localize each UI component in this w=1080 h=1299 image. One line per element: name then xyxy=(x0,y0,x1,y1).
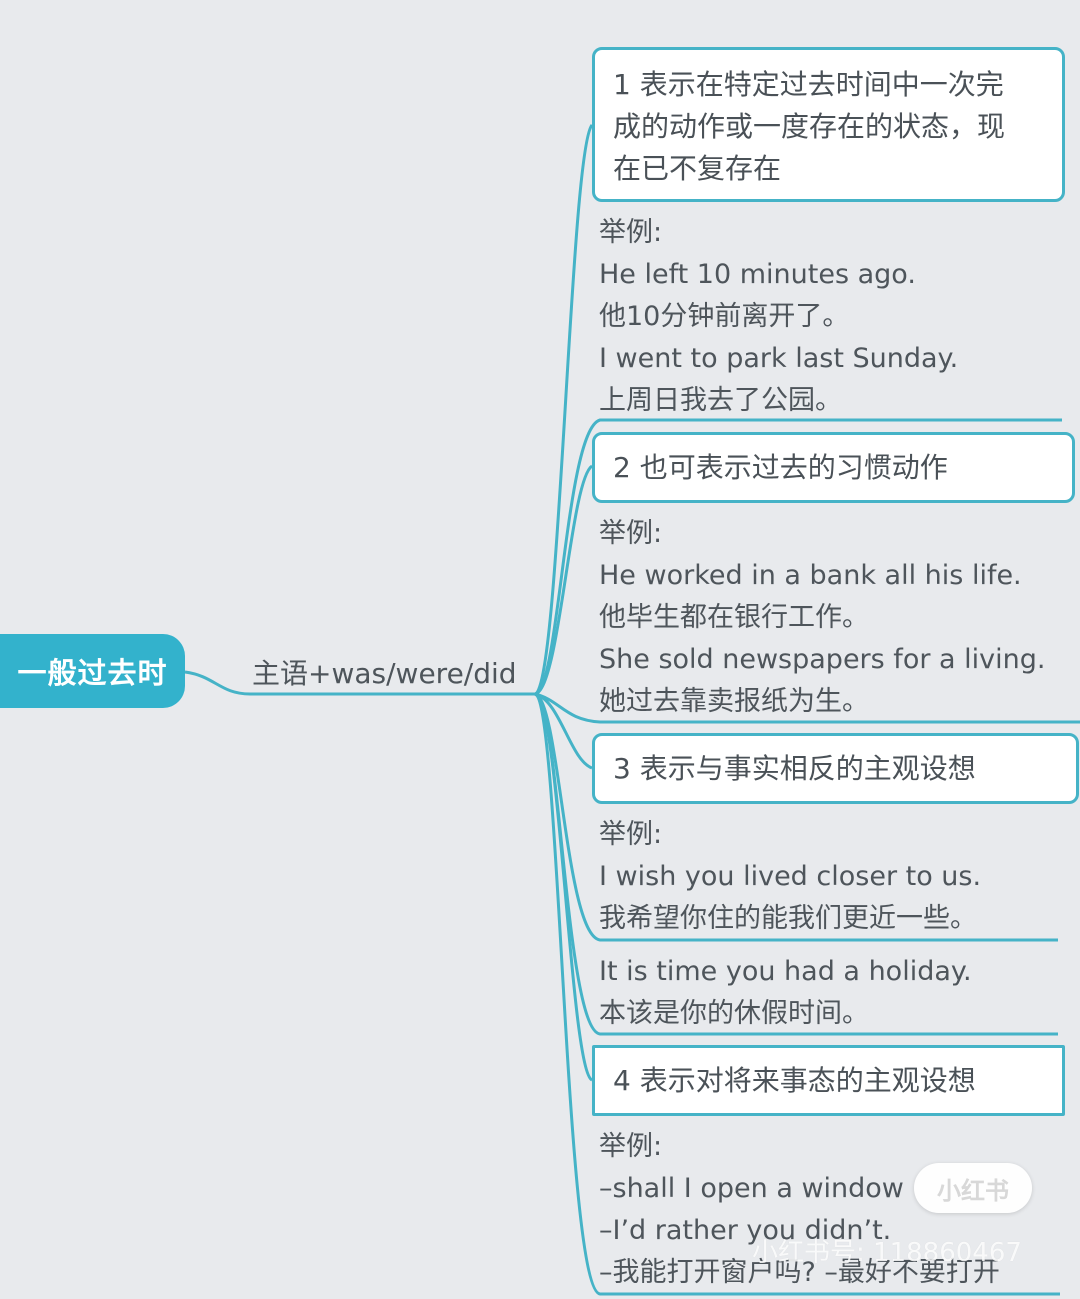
watermark-logo-text: 小红书 xyxy=(937,1176,1009,1205)
formula-label: 主语+was/were/did xyxy=(252,657,517,690)
example-line: 她过去靠卖报纸为生。 xyxy=(599,686,869,717)
example-line: It is time you had a holiday. xyxy=(599,956,972,987)
example-label: 举例: xyxy=(599,819,663,850)
branch-2-examples[interactable]: 举例: He worked in a bank all his life. 他毕… xyxy=(599,513,1045,723)
branch-3-title[interactable]: 3 表示与事实相反的主观设想 xyxy=(592,733,1079,804)
example-line: 他10分钟前离开了。 xyxy=(599,301,850,332)
example-label: 举例: xyxy=(599,1131,663,1162)
example-line: She sold newspapers for a living. xyxy=(599,644,1046,675)
example-line: 他毕生都在银行工作。 xyxy=(599,602,869,633)
example-line: –I’d rather you didn’t. xyxy=(599,1215,892,1246)
example-line: 本该是你的休假时间。 xyxy=(599,998,869,1029)
example-line: He left 10 minutes ago. xyxy=(599,259,916,290)
example-line: I wish you lived closer to us. xyxy=(599,861,982,892)
root-label: 一般过去时 xyxy=(17,656,168,690)
branch-1-title-line: 成的动作或一度存在的状态，现 xyxy=(613,110,1006,143)
branch-3-examples-b[interactable]: It is time you had a holiday. 本该是你的休假时间。 xyxy=(599,951,972,1035)
branch-4-examples[interactable]: 举例: –shall I open a window –I’d rather y… xyxy=(599,1126,1000,1294)
branch-1-title-line: 1 表示在特定过去时间中一次完 xyxy=(613,68,1004,101)
example-line: He worked in a bank all his life. xyxy=(599,560,1022,591)
branch-2-title[interactable]: 2 也可表示过去的习惯动作 xyxy=(592,432,1075,503)
branch-3-examples[interactable]: 举例: I wish you lived closer to us. 我希望你住… xyxy=(599,814,981,940)
branch-1-title-line: 在已不复存在 xyxy=(613,152,782,185)
root-node[interactable]: 一般过去时 xyxy=(0,634,185,708)
example-label: 举例: xyxy=(599,518,663,549)
example-line: 上周日我去了公园。 xyxy=(599,385,842,416)
branch-1-title[interactable]: 1 表示在特定过去时间中一次完 成的动作或一度存在的状态，现 在已不复存在 xyxy=(592,47,1065,202)
watermark-id: 小红书号: 118860467 xyxy=(752,1238,1022,1268)
example-line: I went to park last Sunday. xyxy=(599,343,959,374)
branch-1-examples[interactable]: 举例: He left 10 minutes ago. 他10分钟前离开了。 I… xyxy=(599,212,958,422)
example-line: –shall I open a window xyxy=(599,1173,904,1204)
example-label: 举例: xyxy=(599,217,663,248)
example-line: 我希望你住的能我们更近一些。 xyxy=(599,903,977,934)
branch-4-title-line: 4 表示对将来事态的主观设想 xyxy=(613,1064,976,1097)
example-line: –我能打开窗户吗? –最好不要打开 xyxy=(599,1257,1000,1288)
branch-3-title-line: 3 表示与事实相反的主观设想 xyxy=(613,752,976,785)
branch-4-title[interactable]: 4 表示对将来事态的主观设想 xyxy=(592,1045,1065,1116)
branch-2-title-line: 2 也可表示过去的习惯动作 xyxy=(613,451,948,484)
formula-node[interactable]: 主语+was/were/did xyxy=(252,652,517,692)
watermark-logo: 小红书 xyxy=(914,1163,1032,1213)
